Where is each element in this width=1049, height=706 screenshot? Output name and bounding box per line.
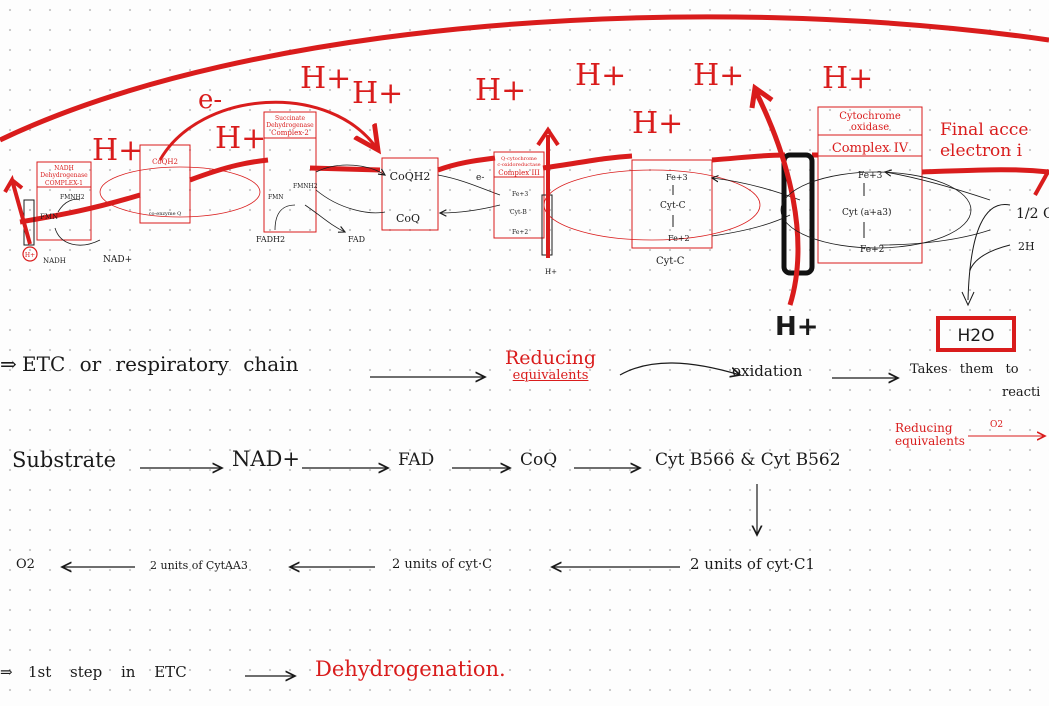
complex-4-title: Cytochrome: [839, 111, 901, 122]
electron-small-label: e-: [476, 173, 484, 183]
h-plus-label: H+: [693, 58, 744, 93]
complex-1-subtitle: Dehydrogenase: [40, 172, 88, 179]
nad-label: NAD+: [103, 255, 132, 265]
fadh2-label: FADH2: [256, 235, 285, 244]
cytc-middle-label: Cyt-C: [660, 201, 686, 211]
coqh2-cycle-label: CoQH2: [390, 170, 431, 183]
complex-3: Q-cytochrome c-oxidoreductase Complex II…: [493, 126, 560, 276]
fe3-label: Fe+3: [512, 191, 528, 198]
reaction-text: reacti: [1002, 385, 1041, 400]
cyt-aa3-label: Cyt (a+a3): [842, 207, 891, 218]
complex-4-number: Complex IV: [832, 141, 909, 156]
side-note: Reducing equivalents: [895, 422, 965, 448]
complex-2: Succinate Dehydrogenase Complex-2 FMNH2 …: [256, 111, 365, 244]
equivalents-text: equivalents: [512, 368, 589, 383]
h-plus-label: H+: [575, 58, 626, 93]
complex-2-number: Complex-2: [271, 129, 309, 137]
line1-etc: ETC or respiratory chain: [22, 352, 299, 376]
big-proton-arrow: [749, 83, 801, 306]
fmnh2-label-2: FMNH2: [293, 183, 318, 190]
fe2-label: Fe+2: [512, 229, 528, 236]
takes-them-text: Takes them to: [910, 362, 1019, 377]
cyt4-fe3-label: Fe+3: [858, 171, 883, 181]
final-acceptor-line2: electron i: [940, 141, 1023, 161]
cytc-fe2-label: Fe+2: [668, 234, 690, 243]
two-h-label: 2H: [1018, 240, 1035, 253]
cytc1-text: 2 units of cyt·C1: [690, 555, 815, 573]
h-plus-label: H+: [92, 133, 143, 168]
proton-arc: [0, 14, 1049, 143]
cytc-box: Fe+3 Cyt-C Fe+2 Cyt-C: [543, 159, 801, 267]
big-h-plus: H+: [775, 312, 819, 342]
h-plus-label: H+: [632, 106, 683, 141]
nad-text: NAD+: [232, 447, 300, 471]
water-label: H2O: [958, 326, 995, 346]
side-note-o2: O2: [990, 420, 1004, 430]
o2-text: O2: [16, 557, 35, 572]
coq-text: CoQ: [520, 450, 558, 470]
side-note-equivalents: equivalents: [895, 434, 965, 448]
substrate-text: Substrate: [12, 448, 116, 472]
half-oxygen-label: 1/2 O: [1016, 206, 1049, 222]
complex-3-number: Complex III: [498, 169, 540, 177]
cytc-caption: Cyt-C: [656, 256, 685, 267]
complex-3-subtitle: c-oxidoreductase: [497, 162, 540, 168]
fmn-label-2: FMN: [268, 194, 284, 201]
cytc-text: 2 units of cyt·C: [392, 557, 493, 572]
cyt4-fe2-label: Fe+2: [860, 245, 884, 255]
complex-3-title: Q-cytochrome: [501, 156, 537, 162]
fad-text: FAD: [398, 450, 435, 470]
coqh2-label: CoQH2: [152, 158, 178, 166]
electron-flow-line: [19, 152, 1049, 225]
final-acceptor-line1: Final acce: [940, 120, 1028, 140]
coq-cycle: CoQH2 CoQ e-: [315, 157, 501, 231]
cyt-b-label: Cyt-B: [510, 209, 527, 216]
coq-box: CoQH2 co-enzyme Q: [99, 144, 261, 224]
electron-label: e-: [198, 85, 222, 115]
complex-1-title: NADH: [54, 165, 74, 172]
reducing-text: Reducing: [505, 347, 597, 369]
h-plus-label: H+: [215, 121, 266, 156]
electron-arc: [158, 100, 378, 161]
first-step-text: 1st step in ETC: [28, 663, 187, 681]
h-plus-label: H+: [475, 73, 526, 108]
fmnh2-label: FMNH2: [60, 194, 85, 201]
water-box: [936, 316, 1016, 352]
side-note-reducing: Reducing: [895, 421, 953, 435]
nadh-label: NADH: [43, 257, 66, 265]
complex-4: Cytochrome oxidase Complex IV Fe+3 Cyt (…: [780, 106, 991, 264]
complex-4-subtitle: oxidase: [851, 122, 889, 133]
fmn-label: FMN: [40, 213, 58, 221]
h-plus-labels: H+ H+ H+ H+ H+ H+ H+ H+ H+: [92, 58, 873, 168]
h-plus-complex3: H+: [545, 268, 557, 276]
oxidation-text: oxidation: [732, 362, 803, 380]
reducing-equivalents-note: Reducing equivalents: [505, 349, 596, 385]
fad-label: FAD: [348, 235, 365, 244]
complex-2-subtitle: Dehydrogenase: [266, 122, 314, 129]
line4-marker: ⇒: [0, 663, 13, 681]
cytaa3-text: 2 units of CytAA3: [150, 559, 248, 572]
complex-1-number: COMPLEX-1: [45, 180, 83, 187]
cytc-fe3-label: Fe+3: [666, 173, 688, 182]
h-plus-left: H+: [25, 252, 35, 259]
complex-2-title: Succinate: [275, 115, 305, 122]
h-plus-label: H+: [352, 76, 403, 111]
coenzyme-q-label: co-enzyme Q: [149, 211, 182, 217]
line1-marker: ⇒: [0, 352, 17, 376]
dehydrogenation-text: Dehydrogenation.: [315, 657, 506, 681]
h-plus-label: H+: [300, 61, 351, 96]
complex-1: NADH Dehydrogenase COMPLEX-1 FMNH2 FMN N…: [3, 161, 132, 265]
h-plus-label: H+: [822, 61, 873, 96]
coq-cycle-label: CoQ: [396, 212, 420, 225]
cyt-b-text: Cyt B566 & Cyt B562: [655, 450, 841, 470]
